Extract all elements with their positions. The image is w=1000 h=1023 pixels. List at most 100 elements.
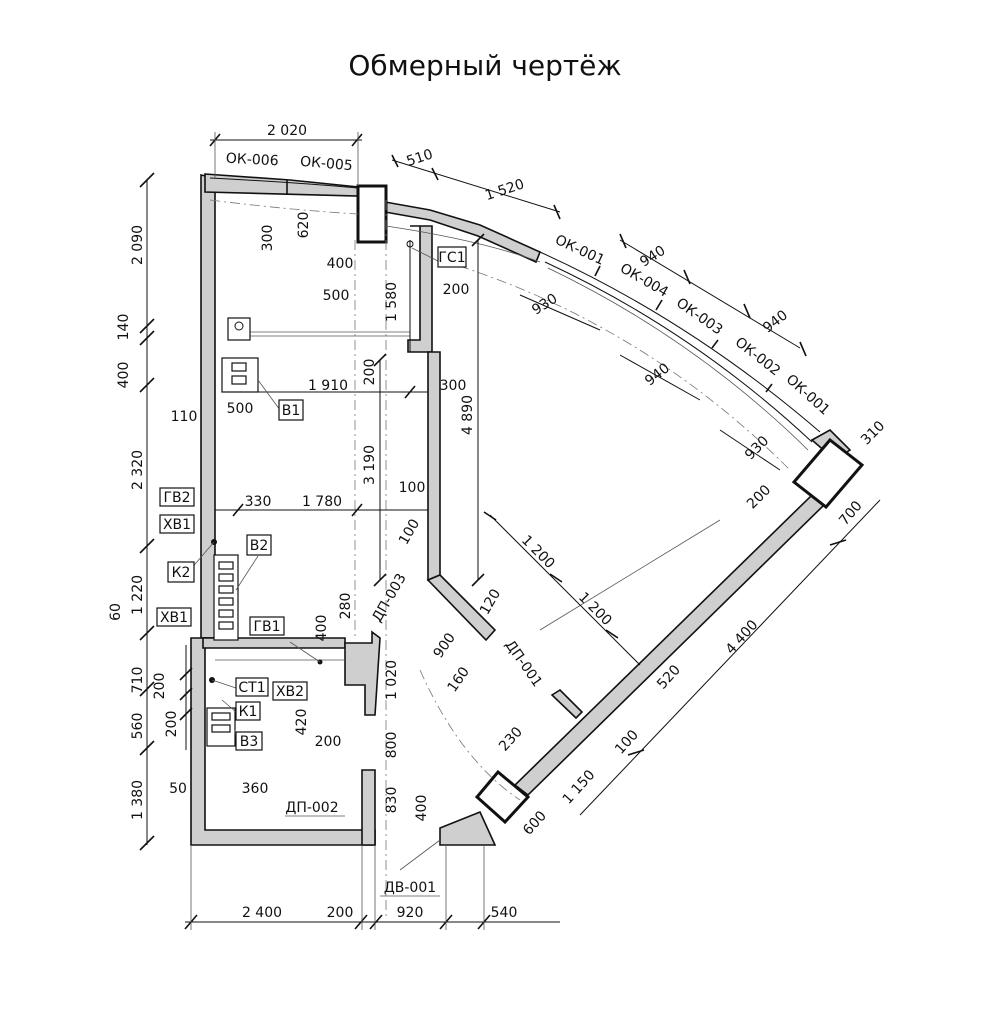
dim-left-2320: 2 320 [130, 450, 146, 490]
column-top [356, 184, 388, 244]
dim-310: 310 [858, 418, 888, 448]
dim-50: 50 [169, 781, 187, 797]
dims-bottom: 2 400 200 920 540 [242, 905, 517, 921]
dimension-lines [139, 132, 881, 930]
dim-330: 330 [245, 494, 272, 510]
column-right [791, 437, 865, 510]
wall-left-upper [200, 174, 216, 639]
wall-dp001-stub [550, 688, 584, 720]
dim-1910: 1 910 [308, 378, 348, 394]
dim-830: 830 [384, 787, 400, 814]
dim-510: 510 [405, 146, 435, 169]
dim-500a: 500 [323, 288, 350, 304]
dim-200c: 200 [315, 734, 342, 750]
dim-400c: 400 [414, 795, 430, 822]
dim-420: 420 [294, 709, 310, 736]
dim-110: 110 [171, 409, 198, 425]
dim-300b: 300 [440, 378, 467, 394]
tag-gv2: ГВ2 [163, 490, 190, 506]
dim-400a: 400 [327, 256, 354, 272]
wall-door-stub [344, 630, 381, 716]
fixture-labels: ГС1 В1 ГВ2 ХВ1 В2 К2 ХВ1 ГВ1 СТ1 ХВ2 К1 … [156, 246, 467, 751]
guide-lines [215, 200, 791, 920]
window-label-ok005: ОК-005 [299, 154, 353, 175]
dim-940c: 940 [642, 360, 673, 389]
dim-800: 800 [384, 732, 400, 759]
dim-200a: 200 [443, 282, 470, 298]
tag-hv1a: ХВ1 [163, 517, 191, 533]
dim-120: 120 [477, 586, 504, 617]
dim-left-560: 560 [130, 713, 146, 740]
dim-left-140: 140 [116, 314, 132, 341]
walls [190, 173, 852, 846]
dim-1780: 1 780 [302, 494, 342, 510]
dim-3190: 3 190 [362, 445, 378, 485]
wall-bathroom [407, 225, 433, 353]
dim-left-1220: 1 220 [130, 575, 146, 615]
dim-600: 600 [520, 808, 550, 839]
dim-bottom-200: 200 [327, 905, 354, 921]
dim-230: 230 [496, 724, 526, 755]
window-label-ok006: ОК-006 [225, 151, 279, 170]
dim-1200b: 1 200 [575, 589, 615, 629]
wall-bottom-corner [439, 810, 497, 846]
wall-diagonal-inner [426, 574, 497, 642]
dim-160: 160 [445, 664, 473, 695]
dim-930b: 930 [742, 433, 772, 463]
dim-left-2090: 2 090 [130, 225, 146, 265]
tag-hv2: ХВ2 [276, 684, 304, 700]
dim-1580: 1 580 [384, 282, 400, 322]
column-bottom [474, 769, 531, 825]
wall-arc-top [384, 201, 542, 264]
dim-930a: 930 [529, 291, 560, 319]
dim-bottom-920: 920 [397, 905, 424, 921]
door-label-dp001: ДП-001 [501, 637, 545, 690]
dim-700: 700 [836, 498, 865, 529]
dim-left-60: 60 [108, 603, 124, 621]
dims-left: 2 090 140 400 2 320 1 220 60 710 200 560… [108, 225, 180, 820]
door-label-dp002: ДП-002 [285, 800, 338, 816]
dim-bottom-540: 540 [491, 905, 518, 921]
window-arc [209, 177, 821, 451]
tag-v2: В2 [250, 538, 269, 554]
dim-620: 620 [296, 212, 312, 239]
dim-100-arc: 100 [612, 727, 642, 758]
dim-4890: 4 890 [460, 395, 476, 435]
tag-v1: В1 [282, 403, 301, 419]
wall-right-diagonal [513, 493, 827, 797]
dim-280: 280 [338, 593, 354, 620]
dim-100a: 100 [399, 480, 426, 496]
window-label-ok001a: ОК-001 [552, 232, 607, 269]
wall-middle [427, 351, 441, 582]
dim-left-200a: 200 [152, 673, 168, 700]
dim-200-arc: 200 [744, 482, 774, 512]
dim-bottom-2400: 2 400 [242, 905, 282, 921]
dim-200b: 200 [362, 359, 378, 386]
dim-1020: 1 020 [384, 660, 400, 700]
window-label-ok002: ОК-002 [732, 334, 783, 379]
tag-k2: К2 [172, 565, 191, 581]
wall-top-left [204, 173, 359, 197]
drawing-title: Обмерный чертёж [348, 49, 621, 82]
window-label-ok003: ОК-003 [673, 295, 725, 338]
dim-left-710: 710 [130, 667, 146, 694]
dim-4400: 4 400 [723, 617, 762, 658]
dim-100b: 100 [396, 516, 423, 547]
dim-360: 360 [242, 781, 269, 797]
wall-stub-dp002 [361, 769, 376, 846]
dim-300a: 300 [260, 225, 276, 252]
dim-left-400: 400 [116, 362, 132, 389]
window-label-ok001b: ОК-001 [783, 371, 833, 418]
door-label-dp003: ДП-003 [369, 571, 409, 625]
dim-left-200b: 200 [164, 711, 180, 738]
tag-gs1: ГС1 [438, 250, 465, 266]
tag-st1: СТ1 [238, 680, 265, 696]
dim-2020: 2 020 [267, 123, 307, 139]
tag-k1: К1 [239, 704, 258, 720]
tag-gv1: ГВ1 [253, 619, 280, 635]
dim-1200a: 1 200 [518, 532, 558, 572]
dim-900: 900 [431, 630, 459, 661]
tag-v3: В3 [240, 734, 259, 750]
